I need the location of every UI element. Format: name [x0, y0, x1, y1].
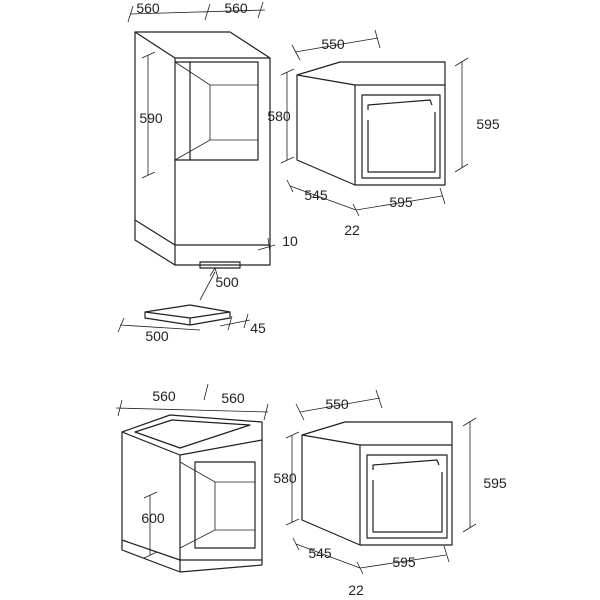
dim-cabinet-width-top: 560: [136, 0, 160, 16]
oven-top: [296, 61, 446, 186]
dim-niche-height-top: 590: [139, 110, 163, 126]
dim-door-protrusion-top: 22: [344, 222, 360, 238]
dimension-lines: [115, 1, 477, 575]
dim-oven-body-height-top: 580: [267, 108, 291, 124]
dim-vent-height: 10: [282, 233, 298, 249]
dim-vent-width: 500: [215, 274, 239, 290]
dim-door-protrusion-bottom: 22: [348, 582, 364, 598]
dim-oven-total-height-top: 595: [476, 116, 500, 132]
base-cabinet: [121, 414, 263, 573]
dim-oven-total-height-bottom: 595: [483, 475, 507, 491]
dim-oven-side-depth-bottom: 545: [308, 545, 332, 561]
oven-bottom: [301, 421, 453, 546]
vent-panel: [144, 267, 231, 326]
dim-niche-height-bottom: 600: [141, 510, 165, 526]
dim-oven-side-depth-top: 545: [304, 187, 328, 203]
dim-oven-width-top: 595: [389, 194, 413, 210]
dim-oven-depth-bottom: 550: [325, 396, 349, 412]
dim-cabinet-depth-bottom: 560: [221, 390, 245, 406]
dim-vent-panel-depth: 45: [250, 320, 266, 336]
dim-cabinet-depth-top: 560: [224, 0, 248, 16]
dim-oven-body-height-bottom: 580: [273, 470, 297, 486]
dim-vent-panel-width: 500: [145, 328, 169, 344]
dim-oven-depth-top: 550: [321, 36, 345, 52]
tall-cabinet: [134, 31, 271, 269]
dim-cabinet-width-bottom: 560: [152, 388, 176, 404]
dim-oven-width-bottom: 595: [392, 554, 416, 570]
